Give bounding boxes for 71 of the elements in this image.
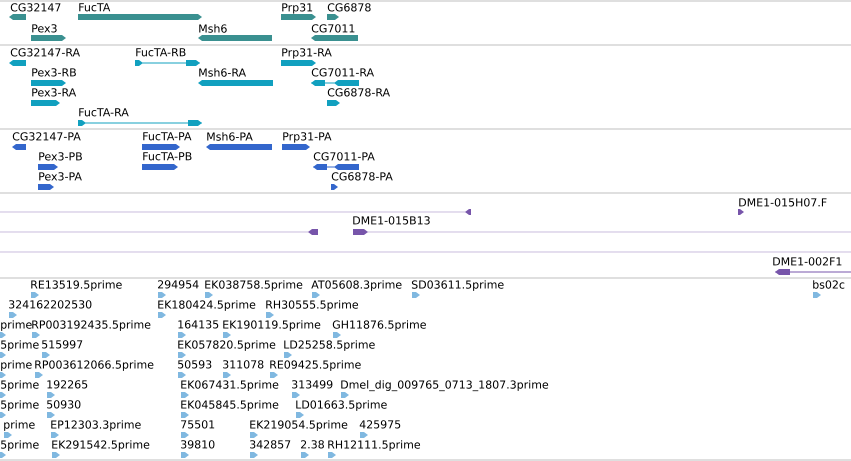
feature-label: Pex3-RA [32,88,76,97]
feature-label: EP12303.3prime [51,420,141,431]
feature-label: 5prime [1,440,39,451]
feature-label: Prp31-RA [282,48,332,59]
feature-label: 2.38 [301,440,324,449]
feature-label: Pex3-PB [39,152,82,161]
feature-label: 425975 [360,420,400,429]
feature-label: Msh6-PA [207,132,253,141]
feature-label: Msh6-RA [199,68,246,77]
feature-label: 342857 [250,440,290,449]
feature-label: 5prime [1,340,39,351]
feature-label: EK190119.5prime [223,320,320,331]
feature-label: 39810 [181,440,214,449]
feature-label: EK219054.5prime [250,420,348,431]
feature-label: Prp31-PA [283,132,332,143]
feature-label: LD25258.5prime [284,340,375,351]
feature-label: EK067431.5prime [181,380,278,391]
feature-label: RE13519.5prime [31,280,122,291]
feature-label: RP003612066.5prime [35,360,154,371]
feature-label: FucTA-RB [136,48,186,56]
feature-label: DME1-002F1 [773,257,842,266]
feature-label: 50593 [178,360,212,369]
feature-label: RP003192435.5prime [32,320,150,331]
feature-label: FucTA [79,3,110,12]
feature-label: CG7011-RA [312,68,374,77]
feature-label: EK180424.5prime [158,300,256,311]
feature-label: 294954 [158,280,199,289]
feature-label: CG6878-RA [328,88,390,97]
feature-label: prime [4,420,35,431]
feature-label: RE09425.5prime [270,360,361,371]
feature-label: prime [1,360,32,371]
feature-label: LD01663.5prime [296,400,387,411]
feature-label: 50930 [47,400,80,409]
feature-label: GH11876.5prime [332,320,426,331]
feature-label: prime [1,320,32,331]
feature-label: CG32147-RA [10,48,80,57]
feature-label: 311078 [223,360,264,369]
feature-label: 192265 [47,380,88,389]
feature-label: FucTA-PA [143,132,192,140]
feature-label: 5prime [1,380,39,391]
feature-label: Pex3-PA [39,172,82,181]
feature-label: 313499 [292,380,332,389]
feature-label: Pex3 [32,24,57,33]
feature-label: Msh6 [199,24,227,33]
feature-label: EK038758.5prime [205,280,302,291]
feature-label: 515997 [42,340,82,349]
feature-label: AT05608.3prime [311,280,402,291]
feature-label: CG7011 [312,24,354,33]
feature-label: EK291542.5prime [52,440,150,451]
feature-label: 75501 [181,420,214,429]
feature-label: Pex3-RB [32,68,76,77]
feature-label: CG32147-PA [12,132,81,141]
feature-label: RH12111.5prime [328,440,420,451]
feature-label: CG7011-PA [314,152,375,161]
feature-label: CG32147 [10,3,60,12]
feature-label: bs02c [813,280,844,289]
feature-label: 324162202530 [9,300,92,309]
feature-label: DME1-015B13 [353,216,430,225]
feature-label: FucTA-PB [143,152,192,160]
feature-label: FucTA-RA [79,108,129,116]
feature-label: CG6878-PA [332,172,393,181]
feature-label: 164135 [178,320,218,329]
feature-label: RH30555.5prime [266,300,358,311]
feature-label: SD03611.5prime [412,280,504,291]
feature-label: CG6878 [328,3,371,12]
feature-label: 5prime [1,400,39,411]
feature-label: EK045845.5prime [181,400,278,411]
feature-label: EK057820.5prime [178,340,276,351]
feature-label: Prp31 [282,3,312,14]
feature-label: DME1-015H07.F [739,198,827,207]
feature-label: Dmel_dig_009765_0713_1807.3prime [341,380,548,392]
